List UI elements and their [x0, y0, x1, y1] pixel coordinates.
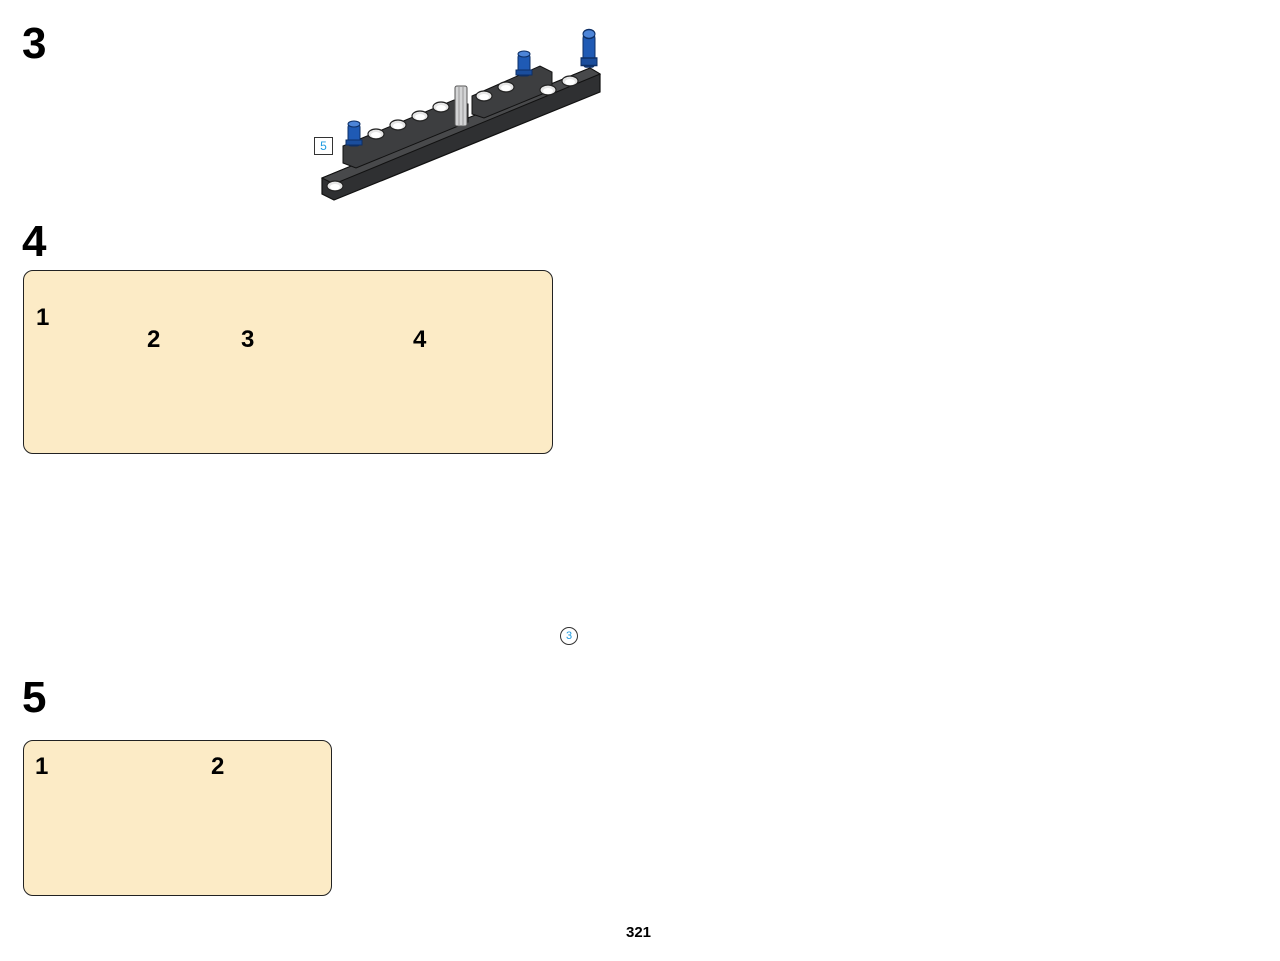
step-number-3: 3 [22, 19, 47, 68]
step-5-substep-1: 1 [35, 753, 49, 780]
step-5-substep-2: 2 [211, 753, 225, 780]
substep-callout-step-5 [23, 740, 332, 896]
step-4-substep-2: 2 [147, 326, 161, 353]
step-5-axle-quantity: 3 [560, 627, 578, 645]
step-3-model [320, 28, 602, 201]
step-4-substep-4: 4 [413, 326, 427, 353]
substep-callout-step-4 [23, 270, 553, 454]
step-4-substep-3: 3 [241, 326, 255, 353]
step-number-4: 4 [22, 217, 47, 266]
step-4-substep-1: 1 [36, 304, 50, 331]
step-3-part-quantity: 5 [314, 137, 333, 155]
step-number-5: 5 [22, 673, 47, 722]
page-number: 321 [626, 924, 652, 941]
